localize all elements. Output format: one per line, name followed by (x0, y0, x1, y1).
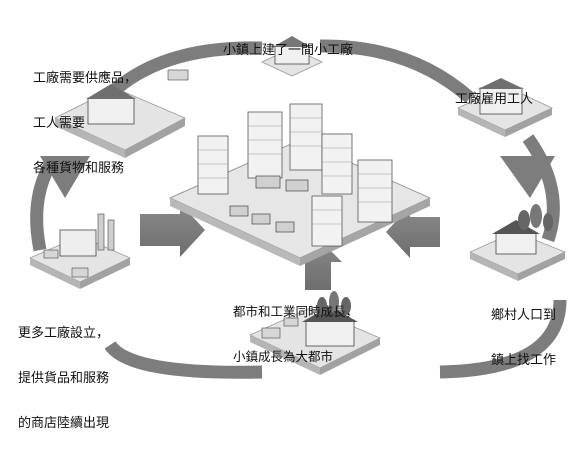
label-more-factories-shops: 更多工廠設立， 提供貨品和服務 的商店陸續出現 (18, 296, 109, 461)
label-line: 各種貨物和服務 (33, 161, 125, 176)
label-line: 都市和工業同時成長， (233, 304, 359, 319)
label-line: 小鎮上建了一間小工廠 (223, 43, 354, 58)
label-line: 工人需要 (33, 116, 86, 131)
label-line: 鄉村人口到 (491, 308, 557, 323)
label-small-factory-built: 小鎮上建了一間小工廠 (223, 13, 353, 88)
warehouse-illustration (54, 69, 189, 158)
label-line: 更多工廠設立， (18, 326, 110, 341)
label-line: 的商店陸續出現 (18, 416, 110, 431)
industrial-zone-illustration (29, 213, 131, 289)
label-factory-needs-supplies: 工廠需要供應品， 工人需要 各種貨物和服務 (33, 41, 137, 206)
label-line: 鎮上找工作 (491, 353, 557, 368)
label-line: 提供貨品和服務 (18, 371, 110, 386)
cycle-ring (30, 39, 567, 379)
diagram-canvas (29, 36, 567, 379)
small-factory-illustration (261, 36, 323, 77)
label-rural-migration: 鄉村人口到 鎮上找工作 (491, 278, 556, 398)
label-line: 小鎮成長為大都市 (233, 349, 334, 364)
growing-town-illustration (249, 291, 381, 375)
label-line: 工廠雇用工人 (455, 92, 534, 107)
city-illustration (168, 103, 432, 266)
hiring-building-illustration (457, 78, 553, 137)
label-factory-hires-workers: 工廠雇用工人 (455, 62, 533, 137)
urban-growth-diagram: 小鎮上建了一間小工廠 工廠需要供應品， 工人需要 各種貨物和服務 工廠雇用工人 … (18, 13, 567, 431)
label-city-and-industry-grow: 都市和工業同時成長， 小鎮成長為大都市 (233, 274, 358, 394)
label-line: 工廠需要供應品， (33, 71, 138, 86)
rural-house-illustration (469, 204, 567, 281)
